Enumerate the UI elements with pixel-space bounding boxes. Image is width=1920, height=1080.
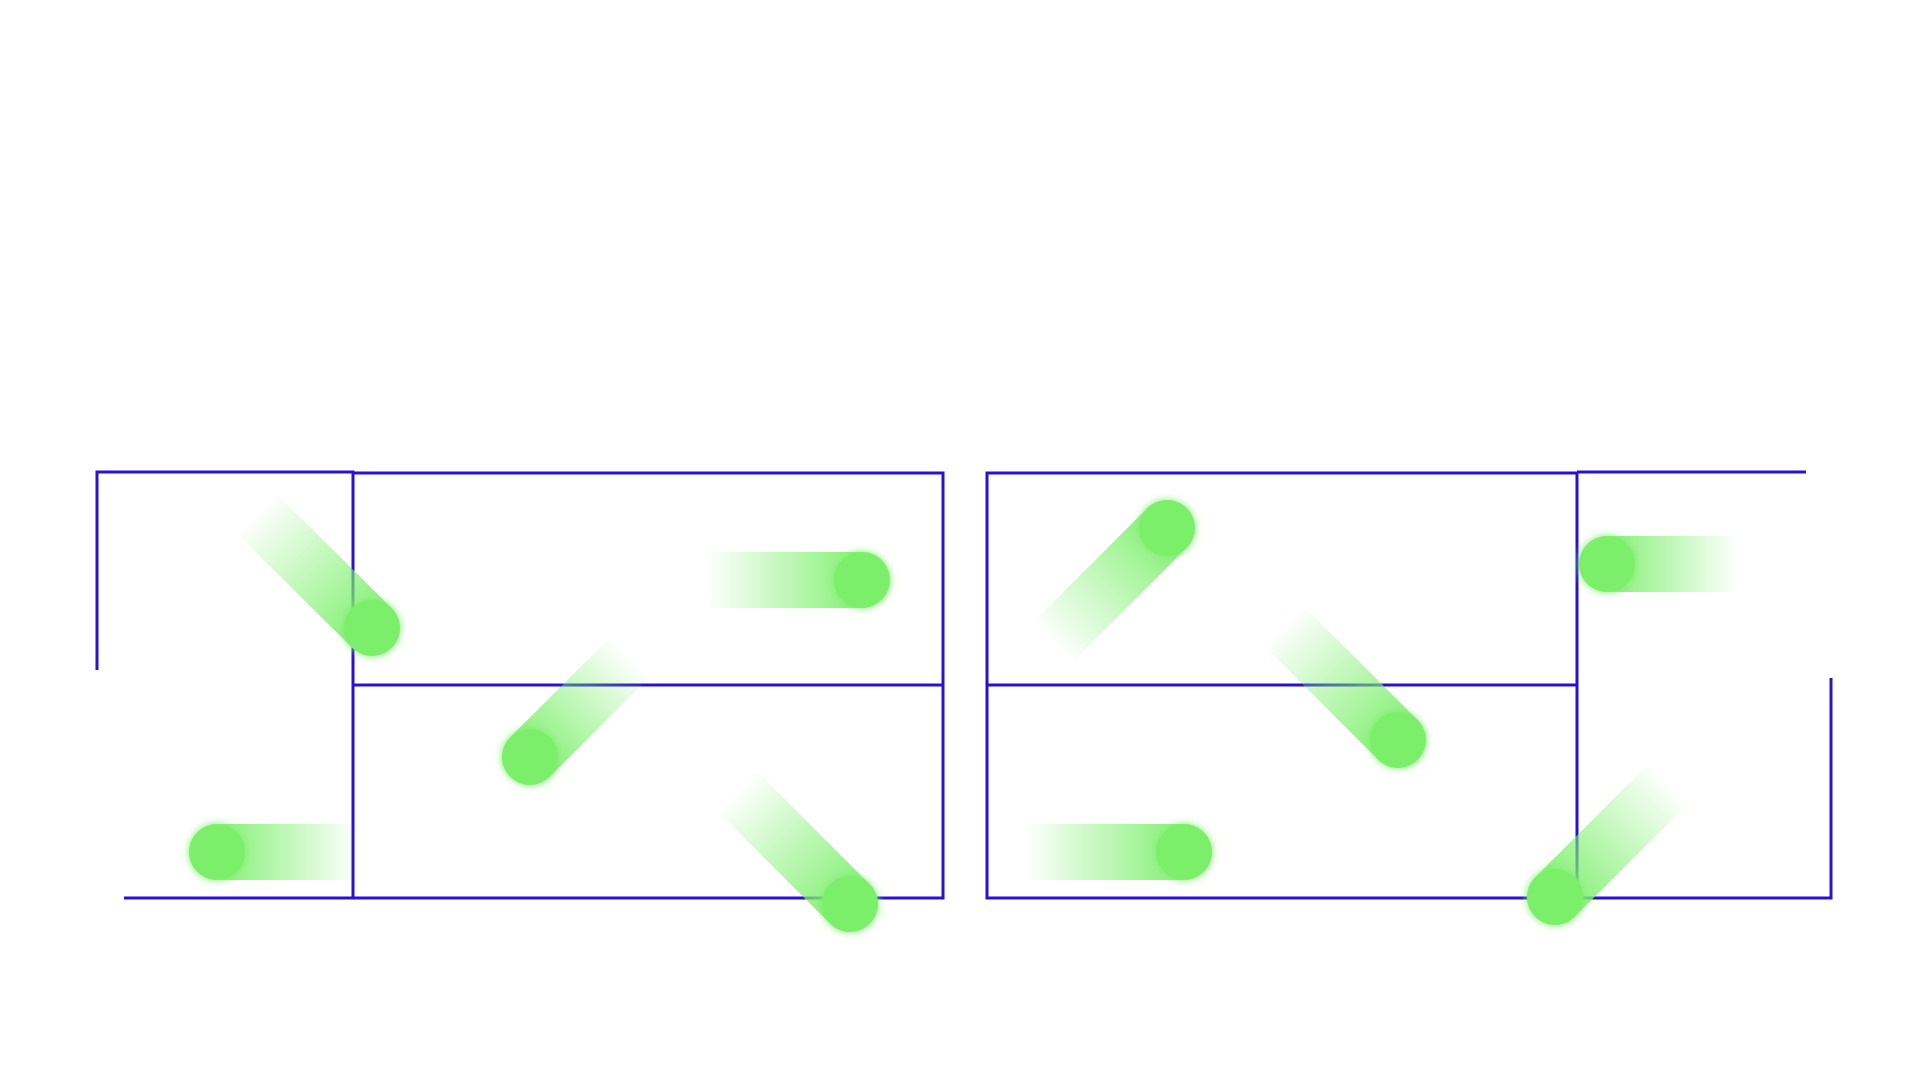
comet-head — [1139, 500, 1195, 556]
comet-head — [822, 876, 878, 932]
green-comet-icon — [1032, 500, 1195, 663]
right-maze-bottom-room — [985, 683, 1579, 900]
green-comet-icon — [1579, 536, 1737, 592]
comets-layer — [189, 493, 1737, 932]
right-maze — [985, 470, 1833, 900]
green-comet-icon — [1527, 762, 1690, 925]
green-comet-icon — [502, 637, 650, 785]
comet-head — [834, 552, 890, 608]
left-maze-bottom-room — [351, 683, 945, 900]
right-maze-outer-wall-lower — [1577, 678, 1833, 900]
comet-head — [502, 729, 558, 785]
green-comet-icon — [707, 552, 890, 608]
green-comet-icon — [1025, 824, 1212, 880]
green-comet-icon — [716, 770, 878, 932]
comet-head — [1156, 824, 1212, 880]
green-comet-icon — [236, 493, 400, 656]
green-comet-icon — [1263, 605, 1426, 768]
comet-head — [1370, 712, 1426, 768]
green-comet-icon — [189, 824, 357, 880]
comet-head — [1527, 869, 1583, 925]
comet-head — [1579, 536, 1635, 592]
comet-head — [189, 824, 245, 880]
comet-head — [344, 600, 400, 656]
